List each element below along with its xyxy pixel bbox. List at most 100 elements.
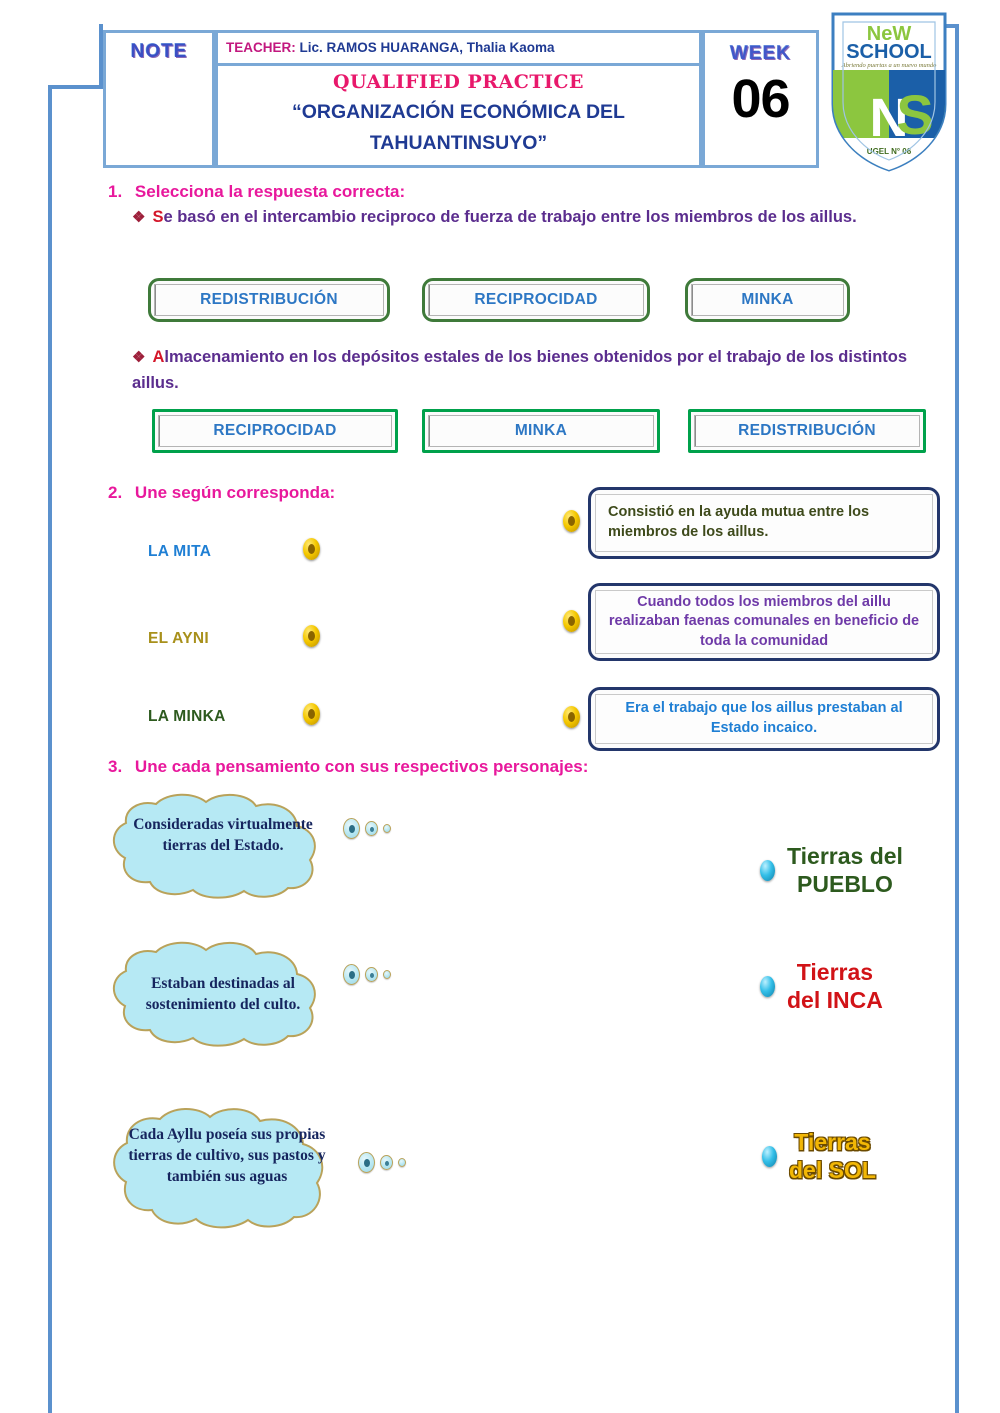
q1a-option-3[interactable]: MINKA bbox=[685, 278, 850, 322]
title-cell: TEACHER: Lic. RAMOS HUARANGA, Thalia Kao… bbox=[215, 30, 702, 169]
q1a-option-2[interactable]: RECIPROCIDAD bbox=[422, 278, 650, 322]
q2-term-2[interactable]: EL AYNI bbox=[148, 630, 209, 647]
logo-brand-line2: SCHOOL bbox=[846, 41, 932, 63]
q1b-option-3[interactable]: REDISTRIBUCIÓN bbox=[688, 409, 926, 453]
q2-def-2-connector[interactable] bbox=[563, 610, 580, 632]
q3-target-pueblo-line1: Tierras del bbox=[787, 843, 903, 869]
worksheet-header: NOTE TEACHER: Lic. RAMOS HUARANGA, Thali… bbox=[103, 30, 819, 169]
q3-thought-cloud-3[interactable]: Cada Ayllu poseía sus propias tierras de… bbox=[100, 1103, 355, 1233]
title-english: QUALIFIED PRACTICE bbox=[332, 71, 585, 93]
cloud-shape-icon-1 bbox=[112, 793, 316, 899]
q2-number: 2. bbox=[108, 483, 123, 502]
q2-definition-3-text: Era el trabajo que los aillus prestaban … bbox=[625, 700, 903, 736]
q2-definition-2[interactable]: Cuando todos los miembros del aillu real… bbox=[588, 583, 940, 661]
teacher-prefix: TEACHER: bbox=[226, 40, 296, 55]
q2-def-1-connector[interactable] bbox=[563, 510, 580, 532]
q3-cloud-1-connector[interactable] bbox=[343, 818, 391, 839]
week-label: WEEK bbox=[730, 43, 791, 64]
week-number: 06 bbox=[731, 69, 790, 129]
q2-definition-1-inner: Consistió en la ayuda mutua entre los mi… bbox=[595, 494, 933, 552]
q3-target-sol-label: Tierras del SOL bbox=[789, 1128, 876, 1184]
q3-cloud-1-text: Consideradas virtualmente tierras del Es… bbox=[133, 816, 313, 854]
title-spanish-line2: TAHUANTINSUYO” bbox=[369, 132, 548, 155]
cloud-shape-icon-3 bbox=[113, 1108, 324, 1229]
q1b-option-2[interactable]: MINKA bbox=[422, 409, 660, 453]
note-cell: NOTE bbox=[103, 30, 215, 169]
q1b-option-1-label: RECIPROCIDAD bbox=[213, 422, 337, 439]
q1a-lead-cap: S bbox=[152, 208, 164, 226]
logo-shield-icon: N S NeW SCHOOL Abriendo puertas a un nue… bbox=[831, 12, 947, 172]
q3-thought-cloud-1[interactable]: Consideradas virtualmente tierras del Es… bbox=[98, 790, 348, 900]
q2-term-2-connector[interactable] bbox=[303, 625, 320, 647]
q1a-option-3-label: MINKA bbox=[741, 291, 794, 308]
q2-definition-2-text: Cuando todos los miembros del aillu real… bbox=[608, 593, 920, 649]
logo-tagline: Abriendo puertas a un nuevo mundo bbox=[841, 62, 938, 69]
q3-target-inca-line2: del INCA bbox=[787, 987, 883, 1014]
diamond-bullet-icon: ❖ bbox=[132, 209, 146, 226]
header-table: NOTE TEACHER: Lic. RAMOS HUARANGA, Thali… bbox=[103, 30, 819, 169]
school-logo: N S NeW SCHOOL Abriendo puertas a un nue… bbox=[823, 8, 955, 176]
think-dot-medium-icon bbox=[365, 821, 378, 836]
think-dot-medium-icon-3 bbox=[380, 1155, 393, 1170]
q1b-option-3-label: REDISTRIBUCIÓN bbox=[738, 422, 876, 439]
q3-target-sol[interactable]: Tierras del SOL bbox=[762, 1128, 876, 1184]
question-2-heading: 2. Une según corresponda: bbox=[108, 483, 335, 503]
q3-target-inca-label: Tierras del INCA bbox=[787, 958, 883, 1014]
q2-term-1-connector[interactable] bbox=[303, 538, 320, 560]
q3-target-pueblo-line2: PUEBLO bbox=[797, 871, 893, 898]
q3-target-inca-line1: Tierras bbox=[796, 959, 874, 985]
q2-term-1[interactable]: LA MITA bbox=[148, 543, 212, 560]
q2-definition-1-text: Consistió en la ayuda mutua entre los mi… bbox=[608, 504, 870, 540]
q1a-option-2-label: RECIPROCIDAD bbox=[474, 291, 598, 308]
q2-definition-3[interactable]: Era el trabajo que los aillus prestaban … bbox=[588, 687, 940, 751]
logo-monogram-n: N bbox=[870, 88, 909, 148]
q2-def-3-connector[interactable] bbox=[563, 706, 580, 728]
logo-monogram-s: S bbox=[896, 83, 933, 146]
q3-title: Une cada pensamiento con sus respectivos… bbox=[134, 757, 589, 776]
q2-term-3-connector[interactable] bbox=[303, 703, 320, 725]
q1a-option-2-inner: RECIPROCIDAD bbox=[428, 284, 644, 316]
q3-number: 3. bbox=[108, 757, 123, 776]
q1b-text: lmacenamiento en los depósitos estales d… bbox=[132, 348, 908, 392]
blue-connector-dot-icon-2 bbox=[760, 975, 775, 997]
q1a-option-3-inner: MINKA bbox=[691, 284, 844, 316]
q1a-option-1-label: REDISTRIBUCIÓN bbox=[200, 291, 338, 308]
q1b-option-1-inner: RECIPROCIDAD bbox=[158, 415, 392, 447]
q3-cloud-3-connector[interactable] bbox=[358, 1152, 406, 1173]
title-spanish-line1: “ORGANIZACIÓN ECONÓMICA DEL bbox=[292, 100, 625, 123]
q2-definition-1[interactable]: Consistió en la ayuda mutua entre los mi… bbox=[588, 487, 940, 559]
q3-target-inca[interactable]: Tierras del INCA bbox=[760, 958, 883, 1014]
logo-brand-line1: NeW bbox=[867, 23, 912, 45]
note-label: NOTE bbox=[130, 41, 188, 62]
logo-footer: UGEL N° 06 bbox=[867, 147, 912, 156]
think-dot-small-icon bbox=[383, 824, 391, 833]
q3-cloud-2-connector[interactable] bbox=[343, 964, 391, 985]
q1a-text: e basó en el intercambio reciproco de fu… bbox=[163, 208, 857, 226]
q3-cloud-3-text: Cada Ayllu poseía sus propias tierras de… bbox=[128, 1126, 326, 1185]
diamond-bullet-icon-2: ❖ bbox=[132, 349, 146, 366]
teacher-name: Lic. RAMOS HUARANGA, Thalia Kaoma bbox=[299, 40, 555, 55]
q1-item-b: ❖Almacenamiento en los depósitos estales… bbox=[132, 345, 952, 396]
think-dot-small-icon-2 bbox=[383, 970, 391, 979]
q2-title: Une según corresponda: bbox=[134, 483, 336, 502]
q1b-option-3-inner: REDISTRIBUCIÓN bbox=[694, 415, 920, 447]
question-1-heading: 1. Selecciona la respuesta correcta: bbox=[108, 182, 405, 202]
q1a-option-1-inner: REDISTRIBUCIÓN bbox=[154, 284, 384, 316]
think-dot-medium-icon-2 bbox=[365, 967, 378, 982]
q3-target-pueblo[interactable]: Tierras del PUEBLO bbox=[760, 842, 903, 898]
blue-connector-dot-icon-3 bbox=[762, 1145, 777, 1167]
q1-item-a: ❖ Se basó en el intercambio reciproco de … bbox=[132, 205, 952, 231]
frame-left-line bbox=[48, 85, 52, 1413]
q1b-option-2-inner: MINKA bbox=[428, 415, 654, 447]
q3-thought-cloud-2[interactable]: Estaban destinadas al sostenimiento del … bbox=[98, 938, 348, 1048]
think-dot-large-icon bbox=[343, 818, 360, 839]
q3-target-sol-line1: Tierras bbox=[794, 1129, 871, 1155]
q1-number: 1. bbox=[108, 182, 123, 201]
think-dot-large-icon-2 bbox=[343, 964, 360, 985]
q1b-option-1[interactable]: RECIPROCIDAD bbox=[152, 409, 398, 453]
frame-left-cap bbox=[48, 85, 103, 89]
q2-term-3[interactable]: LA MINKA bbox=[148, 708, 226, 725]
q1a-option-1[interactable]: REDISTRIBUCIÓN bbox=[148, 278, 390, 322]
question-3-heading: 3. Une cada pensamiento con sus respecti… bbox=[108, 757, 588, 777]
think-dot-small-icon-3 bbox=[398, 1158, 406, 1167]
